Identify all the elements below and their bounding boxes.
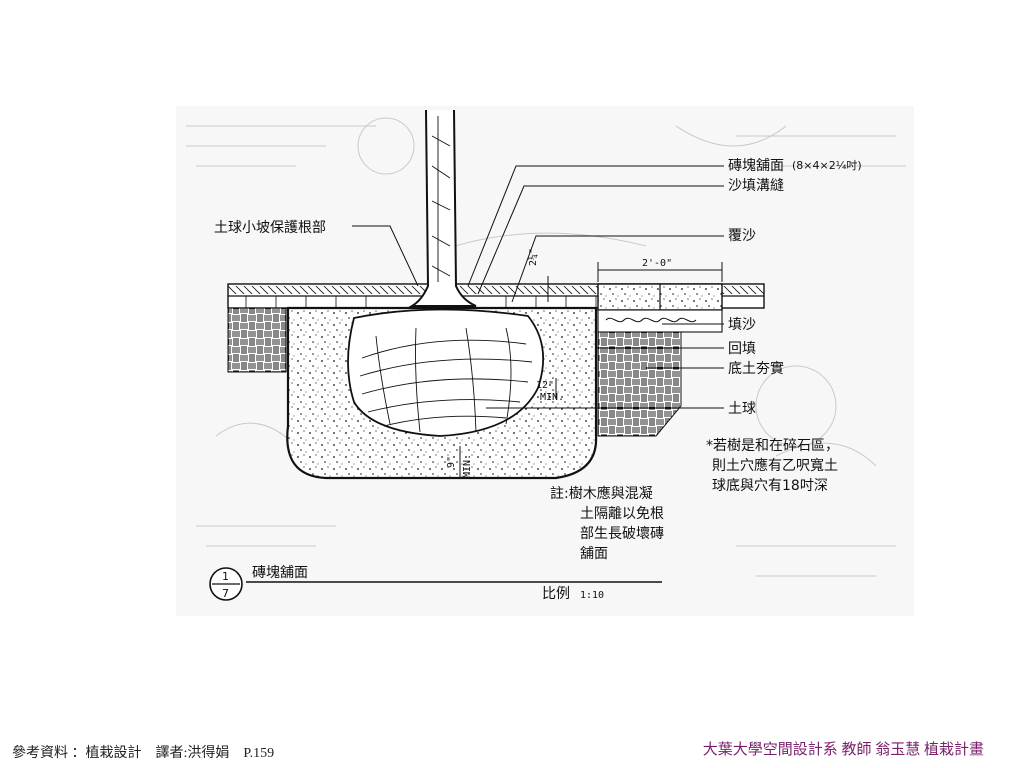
label-root-collar: 土球小坡保護根部 bbox=[214, 220, 326, 236]
note-line: 土隔離以免根 bbox=[580, 505, 664, 522]
detail-marker-top: 1 bbox=[222, 570, 229, 583]
diagram-svg: 2'-0" 2¼" 12" MIN. 9" MIN. 磚塊舖面 (8×4×2¼吋… bbox=[176, 106, 914, 616]
root-ball bbox=[347, 308, 545, 437]
label-backfill: 回填 bbox=[728, 341, 756, 357]
note-line: 註:樹木應與混凝 bbox=[550, 485, 653, 502]
footer-credit: 大葉大學空間設計系 教師 翁玉慧 植栽計畫 bbox=[702, 742, 984, 758]
isolation-note: 註:樹木應與混凝 土隔離以免根 部生長破壞磚 舖面 bbox=[550, 485, 664, 562]
scale-label: 比例 bbox=[542, 586, 570, 602]
scale-value: 1:10 bbox=[580, 590, 604, 601]
label-brick-paving: 磚塊舖面 bbox=[728, 158, 784, 174]
dimension-bottom-min-tag: MIN. bbox=[462, 454, 473, 478]
gravel-note-line: *若樹是和在碎石區， bbox=[706, 438, 839, 454]
planting-detail-diagram: 2'-0" 2¼" 12" MIN. 9" MIN. 磚塊舖面 (8×4×2¼吋… bbox=[176, 106, 914, 616]
dimension-bottom-min: 9" bbox=[446, 456, 457, 468]
left-subsoil-hatch bbox=[227, 307, 287, 373]
label-compacted-subsoil: 底土夯實 bbox=[728, 360, 784, 377]
dimension-lines bbox=[459, 262, 723, 478]
gravel-note-line: 則土穴應有乙呎寬土 bbox=[712, 457, 838, 474]
leader-lines bbox=[352, 165, 724, 409]
detail-marker-bottom: 7 bbox=[222, 587, 229, 600]
label-brick-dims: (8×4×2¼吋) bbox=[792, 159, 862, 172]
right-paving-detail bbox=[597, 283, 723, 437]
note-line: 舖面 bbox=[580, 546, 608, 562]
dimension-side-min: 12" bbox=[536, 380, 554, 391]
tree-trunk bbox=[408, 109, 477, 307]
note-line: 部生長破壞磚 bbox=[580, 526, 664, 542]
detail-title-block: 1 7 磚塊舖面 比例 1:10 bbox=[209, 565, 662, 602]
label-sand-joint: 沙填溝縫 bbox=[728, 178, 784, 194]
label-sand-cover: 覆沙 bbox=[728, 228, 756, 244]
dimension-side-min-tag: MIN. bbox=[540, 392, 564, 403]
detail-title: 磚塊舖面 bbox=[252, 565, 308, 581]
dimension-width: 2'-0" bbox=[642, 258, 672, 269]
gravel-area-note: *若樹是和在碎石區， 則土穴應有乙呎寬土 球底與穴有18吋深 bbox=[706, 438, 839, 494]
label-root-ball: 土球 bbox=[728, 401, 756, 417]
footer-reference: 參考資料 ：植栽設計 譯者:洪得娟 P.159 bbox=[12, 746, 275, 761]
label-sand-fill: 填沙 bbox=[728, 317, 756, 333]
gravel-note-line: 球底與穴有18吋深 bbox=[712, 478, 828, 494]
